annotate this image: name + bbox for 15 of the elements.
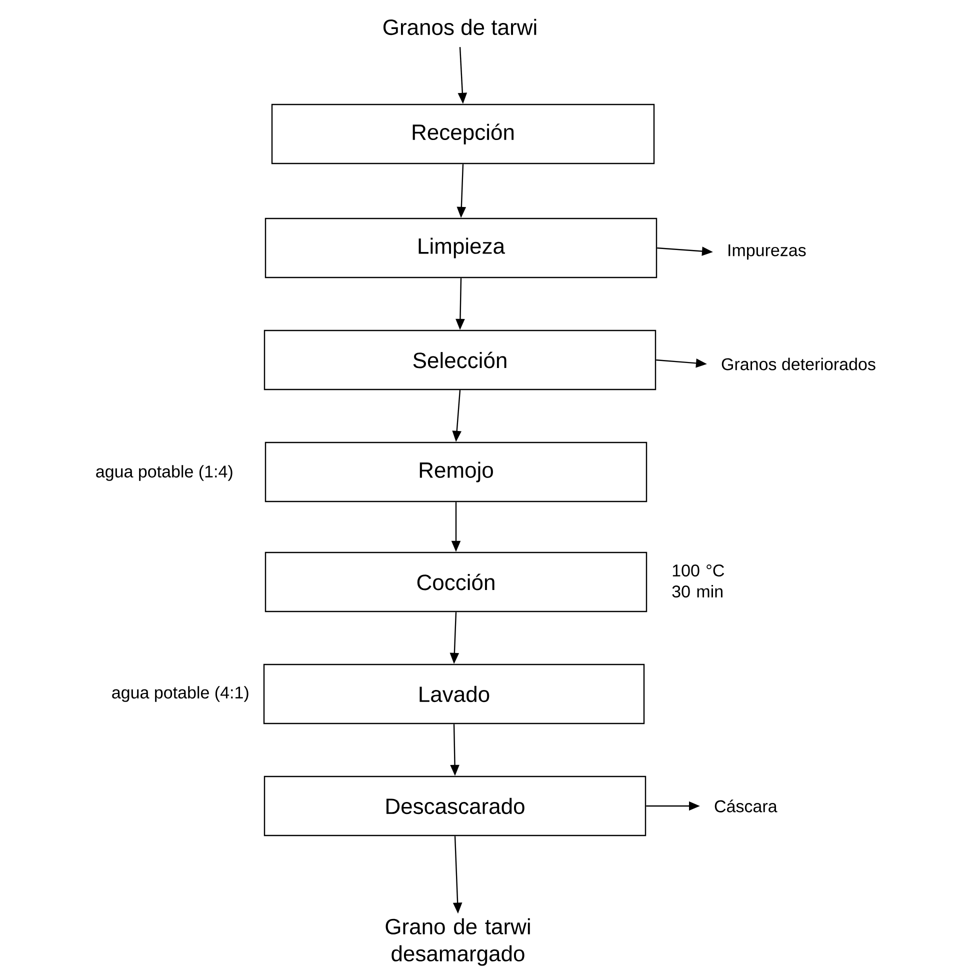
- condition-note: agua potable (1:4): [96, 465, 232, 481]
- process-box: Lavado: [263, 664, 645, 724]
- process-box: Cocción: [264, 552, 648, 612]
- condition-note: agua potable (4:1): [112, 686, 248, 702]
- output-label: Granos deteriorados: [722, 358, 876, 370]
- condition-note: 100 °C 30 min: [672, 564, 724, 598]
- process-box: Remojo: [264, 442, 648, 502]
- process-box: Limpieza: [264, 218, 658, 278]
- output-label: Cáscara: [714, 800, 778, 812]
- product-label: Grano de tarwi desamargado: [386, 918, 530, 966]
- input-label: Granos de tarwi: [383, 18, 536, 36]
- output-label: Impurezas: [728, 244, 806, 260]
- process-box: Descascarado: [264, 776, 646, 836]
- process-box: Selección: [264, 330, 656, 390]
- process-box: Recepción: [271, 104, 655, 164]
